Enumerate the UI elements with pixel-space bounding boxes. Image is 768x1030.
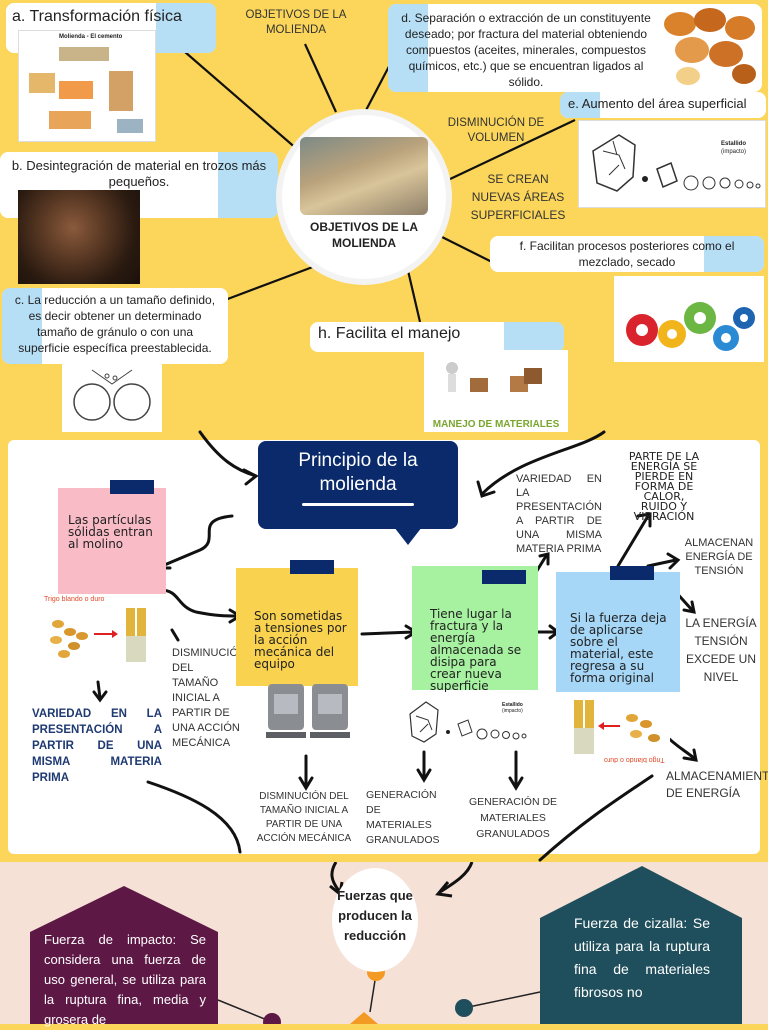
card-c-reduccion: c. La reducción a un tamaño definido, es… [2,288,228,364]
wheat-mill-mirror-image: Trigo blando o duro [570,694,670,770]
note-fractura: Tiene lugar la fractura y la energía alm… [412,566,538,693]
maroon-node [263,1013,281,1024]
cizalla-text: Fuerza de cizalla: Se utiliza para la ru… [574,915,710,1000]
almacenamiento-text: ALMACENAMIENTO DE ENERGÍA [666,769,768,800]
variedad-left-text: VARIEDAD EN LA PRESENTACIÓN A PARTIR DE … [32,708,162,784]
fragmentation-image: Estallido (impacto) [578,120,766,208]
argan-nuts-image [658,4,758,90]
disminucion-mid-text: DISMINUCIÓN DEL TAMAÑO INICIAL A PARTIR … [172,647,246,749]
generacion-1-text: GENERACIÓN DE MATERIALES GRANULADOS [366,789,440,846]
wheat-mill-image: Trigo blando o duro [44,596,164,672]
title-underline [302,503,414,506]
disminucion-volumen-label: DISMINUCIÓN DE VOLUMEN [447,117,545,144]
note-tape [482,570,526,584]
impacto-hexagon [30,886,218,1024]
note-sometidas: Son sometidas a tensiones por la acción … [236,560,358,686]
cement-process-image: Molienda - El cemento [18,30,156,142]
fragmentation-label-1: Estallido [721,141,747,147]
note-tape [110,480,154,494]
se-crean-label: SE CREAN NUEVAS ÁREAS SUPERFICIALES [470,172,566,222]
disminucion-bottom-text: DISMINUCIÓN DEL TAMAÑO INICIAL A PARTIR … [256,791,352,844]
variedad-top-text: VARIEDAD EN LA PRESENTACIÓN A PARTIR DE … [516,473,602,555]
card-f-procesos: f. Facilitan procesos posteriores como e… [490,236,764,272]
frag-small-label-2: (impacto) [502,708,523,714]
generacion-2-text: GENERACIÓN DE MATERIALES GRANULADOS [468,796,558,840]
roller-mill-image [62,362,162,432]
note-si-la-fuerza: Si la fuerza deja de aplicarse sobre el … [556,566,680,692]
note-particulas: Las partículas sólidas entran al molino [58,480,166,594]
objectives-center-node: OBJETIVOS DE LA MOLIENDA [282,115,446,279]
card-c-text: c. La reducción a un tamaño definido, es… [14,293,216,355]
grinder-machines-image [262,672,354,752]
grain-hand-photo [300,137,428,215]
principle-title-box: Principio de la molienda [258,441,458,545]
trigo-label-mirror: Trigo blando o duro [604,756,665,763]
note-particulas-text: Las partículas sólidas entran al molino [68,513,153,551]
crushed-material-photo [18,190,140,284]
principle-arrows [92,430,698,862]
card-e-area: e. Aumento del área superficial [560,92,766,118]
frag-small-label-1: Estallido [502,702,523,708]
orange-shape [350,1012,378,1024]
cizalla-hexagon [540,866,742,1024]
note-fractura-text: Tiene lugar la fractura y la energía alm… [430,607,522,693]
fragmentation-image-small: Estallido (impacto) [404,692,534,750]
gears-image [614,276,764,362]
note-sometidas-text: Son sometidas a tensiones por la acción … [254,609,347,671]
energia-pierde-text: PARTE DE LA ENERGÍA SE PIERDE EN FORMA D… [628,450,700,523]
fragmentation-label-2: (impacto) [721,149,747,155]
objetivos-top-label: OBJETIVOS DE LA MOLIENDA [245,9,347,36]
teal-node [455,999,473,1017]
card-f-text: f. Facilitan procesos posteriores como e… [519,239,735,269]
card-d-text: d. Separación o extracción de un constit… [401,11,651,89]
energia-excede-text: LA ENERGÍA TENSIÓN EXCEDE UN NIVEL [685,616,757,684]
card-h-text: h. Facilita el manejo [318,325,461,342]
card-e-text: e. Aumento del área superficial [568,96,747,111]
almacenan-text: ALMACENAN ENERGÍA DE TENSIÓN [684,537,754,577]
note-tape [610,566,654,580]
center-label: OBJETIVOS DE LA MOLIENDA [309,220,419,250]
title-pointer [394,527,422,545]
fuerzas-title: Fuerzas que producen la reducción [337,888,413,943]
principle-title: Principio de la molienda [298,450,418,495]
note-fuerza-text: Si la fuerza deja de aplicarse sobre el … [570,611,667,685]
trigo-label: Trigo blando o duro [44,596,105,603]
card-b-text: b. Desintegración de material en trozos … [11,158,267,189]
note-tape [290,560,334,574]
card-a-title: a. Transformación física [12,8,182,25]
cement-image-label: Molienda - El cemento [59,34,123,40]
impacto-text: Fuerza de impacto: Se considera una fuer… [44,932,206,1027]
materials-handling-image: MANEJO DE MATERIALES [424,350,568,432]
card-h-manejo: h. Facilita el manejo [310,322,564,352]
manejo-label: MANEJO DE MATERIALES [432,419,560,430]
fuerzas-node: Fuerzas que producen la reducción [332,868,418,972]
